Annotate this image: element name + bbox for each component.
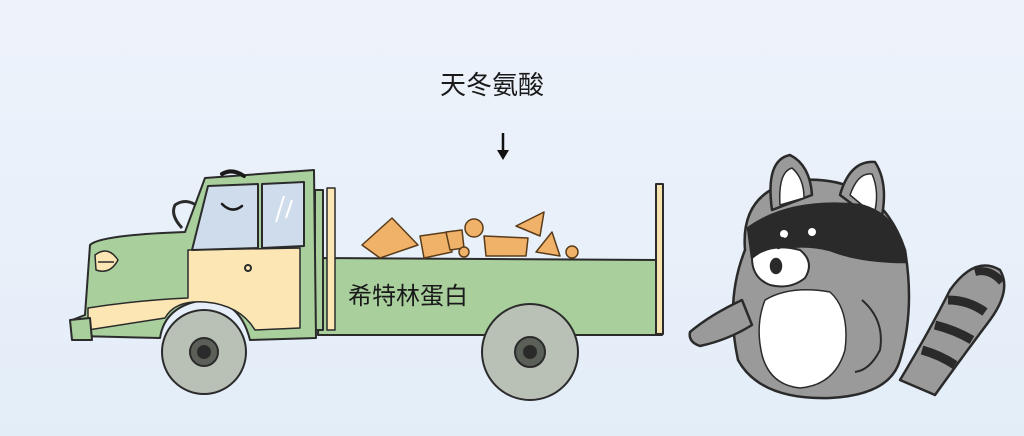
tailgate-post — [655, 183, 664, 335]
truck-cargo — [361, 211, 579, 259]
raccoon-tail — [898, 264, 1006, 397]
cab-window-front — [191, 183, 259, 251]
aspartate-label: 天冬氨酸 — [440, 71, 544, 101]
wheel-front — [161, 309, 247, 395]
down-arrow-icon — [497, 133, 509, 160]
cab-window-side — [261, 181, 305, 249]
wheel-rear — [481, 303, 579, 401]
citrin-label: 希特林蛋白 — [348, 282, 468, 310]
truck — [69, 169, 664, 401]
raccoon-mascot — [688, 153, 1006, 400]
raccoon-belly — [758, 289, 847, 389]
